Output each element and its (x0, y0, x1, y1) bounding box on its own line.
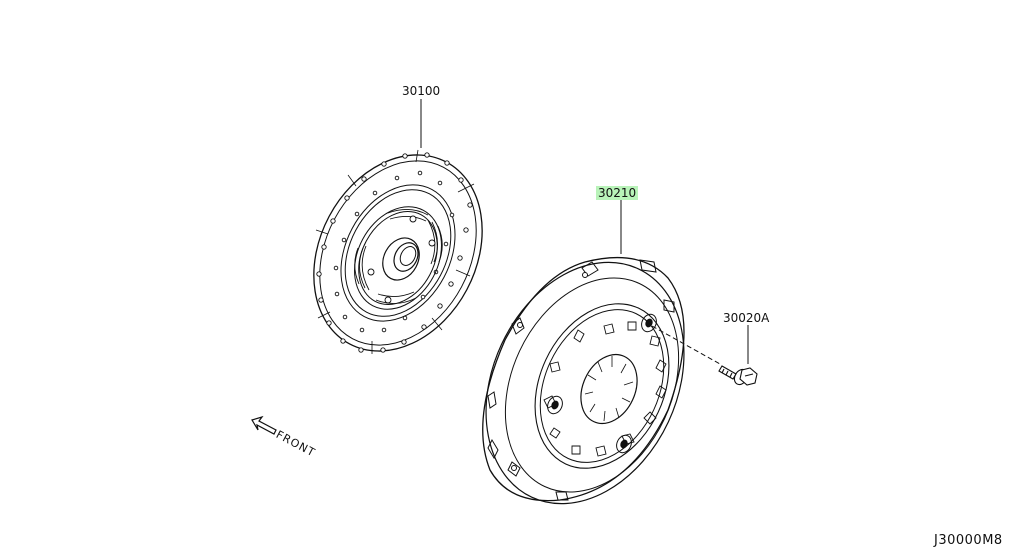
diagram-code: J30000M8 (934, 533, 1003, 548)
clutch-cover-30210[interactable] (448, 230, 721, 536)
part-label-30020A[interactable]: 30020A (723, 311, 770, 325)
part-label-30210[interactable]: 30210 (596, 186, 639, 200)
part-label-30100[interactable]: 30100 (402, 84, 441, 98)
clutch-disc-30100[interactable] (281, 125, 515, 380)
bolt-30020A[interactable] (718, 365, 758, 387)
front-arrow-icon (251, 415, 277, 435)
bolt-axis-dashed (651, 325, 721, 365)
